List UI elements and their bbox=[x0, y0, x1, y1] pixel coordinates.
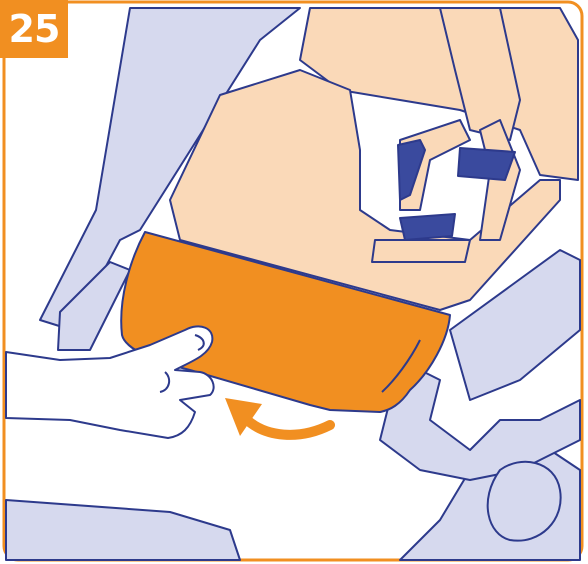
step-number-badge: 25 bbox=[0, 0, 68, 58]
